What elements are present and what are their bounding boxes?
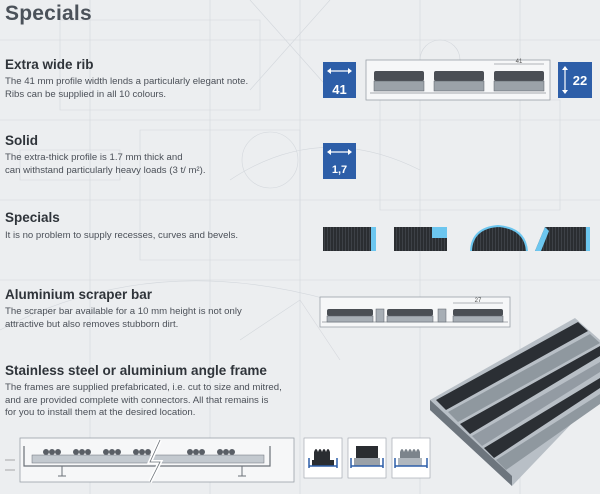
specials-text: It is no problem to supply recesses, cur… <box>5 230 238 243</box>
text-line: attractive but also removes stubborn dir… <box>5 318 179 330</box>
text-line: for you to install them at the desired l… <box>5 407 196 419</box>
shape-recess <box>394 227 447 251</box>
thickness-badge: 1,7 <box>323 143 356 179</box>
shape-rectangle <box>323 227 376 251</box>
rib-cross-section: 41 <box>365 59 551 101</box>
thickness-value: 1,7 <box>332 164 347 176</box>
width-41-badge: 41 <box>323 62 356 98</box>
solid-text: The extra-thick profile is 1.7 mm thick … <box>5 152 206 177</box>
angle-frame-heading: Stainless steel or aluminium angle frame <box>5 363 267 378</box>
page-title: Specials <box>5 2 92 25</box>
scraper-bar-heading: Aluminium scraper bar <box>5 287 153 302</box>
profile-option-bristle <box>347 437 387 479</box>
text-line: The frames are supplied prefabricated, i… <box>5 382 282 393</box>
scraper-bar-text: The scraper bar available for a 10 mm he… <box>5 306 242 331</box>
text-line: Ribs can be supplied in all 10 colours. <box>5 88 167 100</box>
height-22-badge: 22 <box>558 62 592 98</box>
angle-frame-mat <box>430 318 600 486</box>
specials-heading: Specials <box>5 210 60 225</box>
text-line: The extra-thick profile is 1.7 mm thick … <box>5 152 183 163</box>
profile-option-textile <box>391 437 431 479</box>
shape-bevel <box>535 227 590 251</box>
text-line: The scraper bar available for a 10 mm he… <box>5 306 242 317</box>
angle-frame-text: The frames are supplied prefabricated, i… <box>5 382 282 420</box>
text-line: The 41 mm profile width lends a particul… <box>5 76 249 87</box>
profile-option-brush <box>303 437 343 479</box>
text-line: can withstand particularly heavy loads (… <box>5 164 206 176</box>
extra-wide-rib-heading: Extra wide rib <box>5 57 94 72</box>
text-line: and are provided complete with connector… <box>5 394 269 406</box>
height-value: 22 <box>573 73 587 88</box>
text-line: It is no problem to supply recesses, cur… <box>5 230 239 241</box>
solid-heading: Solid <box>5 133 38 148</box>
rib-dimension: 41 <box>516 59 523 65</box>
shape-curve <box>470 224 528 252</box>
frame-cross-section <box>5 437 295 483</box>
scraper-bar-cross-section: 27 <box>319 296 511 328</box>
scraper-dimension: 27 <box>475 298 482 304</box>
width-value: 41 <box>332 82 346 97</box>
extra-wide-rib-text: The 41 mm profile width lends a particul… <box>5 76 248 101</box>
